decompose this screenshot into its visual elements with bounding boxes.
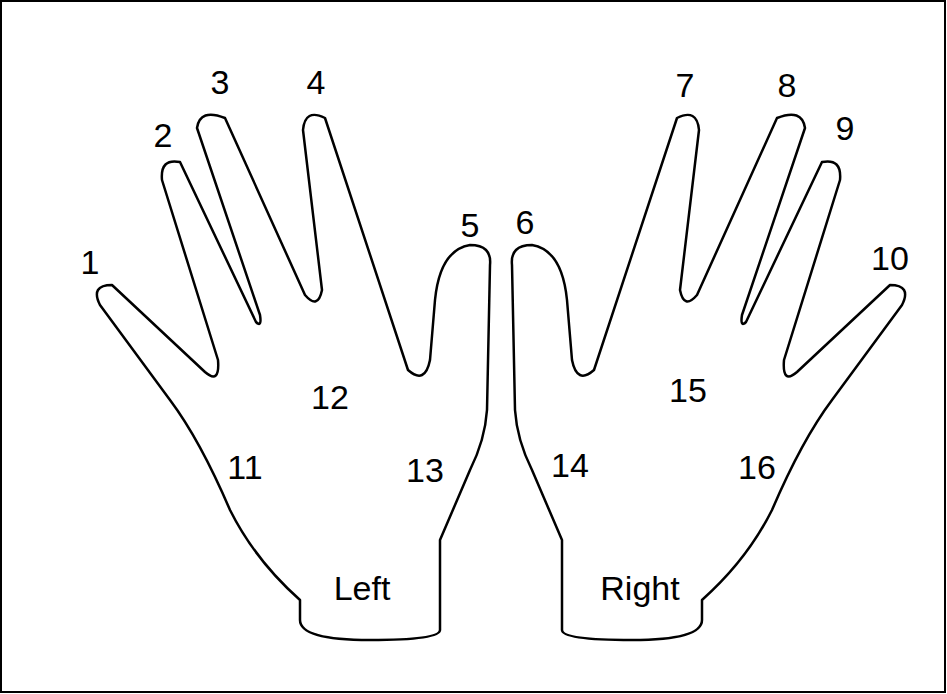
hand-label: Right: [600, 571, 679, 605]
callout-number: 15: [669, 373, 707, 407]
callout-number: 3: [211, 65, 230, 99]
callout-number: 4: [307, 65, 326, 99]
callout-number: 13: [406, 453, 444, 487]
callout-number: 16: [738, 450, 776, 484]
callout-number: 10: [871, 241, 909, 275]
callout-number: 2: [154, 118, 173, 152]
callout-number: 14: [551, 448, 589, 482]
left-hand-outline: [97, 115, 490, 640]
right-hand-outline: [512, 115, 905, 640]
callout-number: 6: [516, 205, 535, 239]
hand-label: Left: [334, 571, 391, 605]
callout-number: 12: [311, 380, 349, 414]
callout-number: 7: [676, 68, 695, 102]
callout-number: 5: [461, 208, 480, 242]
callout-number: 9: [836, 111, 855, 145]
callout-number: 8: [778, 68, 797, 102]
callout-number: 1: [81, 245, 100, 279]
callout-number: 11: [227, 450, 262, 484]
